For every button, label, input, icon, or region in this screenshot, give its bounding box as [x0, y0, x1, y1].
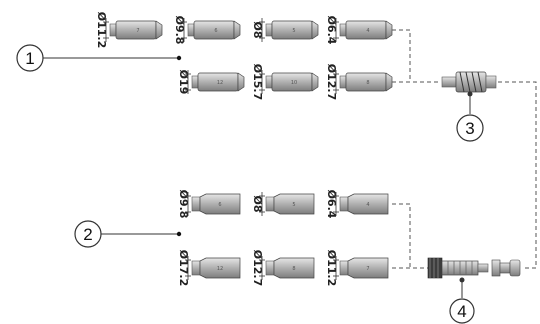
nozzle: Ø19 12 — [177, 70, 245, 95]
size-label: 4 — [366, 28, 369, 34]
diameter-label: Ø6.4 — [325, 16, 338, 45]
size-label: 8 — [366, 80, 369, 86]
callout-4: 4 — [449, 280, 475, 324]
connector-lines — [392, 29, 537, 269]
nozzle: Ø6.4 4 — [325, 16, 393, 45]
nozzle: Ø17.2 12 — [177, 250, 241, 287]
size-label: 7 — [366, 266, 369, 272]
nozzle: Ø15.7 10 — [251, 64, 319, 101]
diameter-label: Ø11.2 — [95, 12, 108, 49]
nozzle: Ø12.7 8 — [325, 64, 393, 101]
diameter-label: Ø12.7 — [325, 64, 338, 101]
svg-text:4: 4 — [457, 302, 466, 321]
nozzle: Ø12.7 8 — [251, 250, 315, 287]
torch-body-3 — [441, 71, 497, 97]
callout-3: 3 — [456, 94, 484, 142]
nozzle: Ø8 5 — [251, 18, 319, 42]
size-label: 10 — [291, 80, 297, 86]
size-label: 7 — [136, 28, 139, 34]
diameter-label: Ø8 — [251, 195, 264, 212]
diameter-label: Ø6.4 — [325, 190, 338, 219]
diameter-label: Ø9.8 — [177, 190, 190, 219]
size-label: 4 — [366, 202, 369, 208]
nozzle: Ø11.2 7 — [95, 12, 163, 49]
svg-text:2: 2 — [83, 225, 92, 244]
size-label: 5 — [292, 28, 295, 34]
size-label: 6 — [218, 202, 221, 208]
svg-text:1: 1 — [25, 49, 34, 68]
size-label: 12 — [217, 266, 223, 272]
diameter-label: Ø11.2 — [325, 250, 338, 287]
diameter-label: Ø19 — [177, 70, 190, 95]
callout-2: 2 — [74, 220, 182, 248]
diameter-label: Ø8 — [251, 21, 264, 38]
svg-text:3: 3 — [465, 119, 474, 138]
diameter-label: Ø15.7 — [251, 64, 264, 101]
nozzle: Ø11.2 7 — [325, 250, 389, 287]
torch-body-4 — [427, 257, 521, 283]
nozzle: Ø6.4 4 — [325, 190, 389, 219]
diameter-label: Ø17.2 — [177, 250, 190, 287]
size-label: 5 — [292, 202, 295, 208]
nozzle: Ø9.8 6 — [177, 190, 241, 219]
size-label: 8 — [292, 266, 295, 272]
nozzle: Ø8 5 — [251, 192, 315, 216]
callout-1: 1 — [16, 44, 182, 72]
diameter-label: Ø9.8 — [173, 16, 186, 45]
nozzle: Ø9.8 6 — [173, 16, 241, 45]
diameter-label: Ø12.7 — [251, 250, 264, 287]
size-label: 12 — [217, 80, 223, 86]
size-label: 6 — [214, 28, 217, 34]
